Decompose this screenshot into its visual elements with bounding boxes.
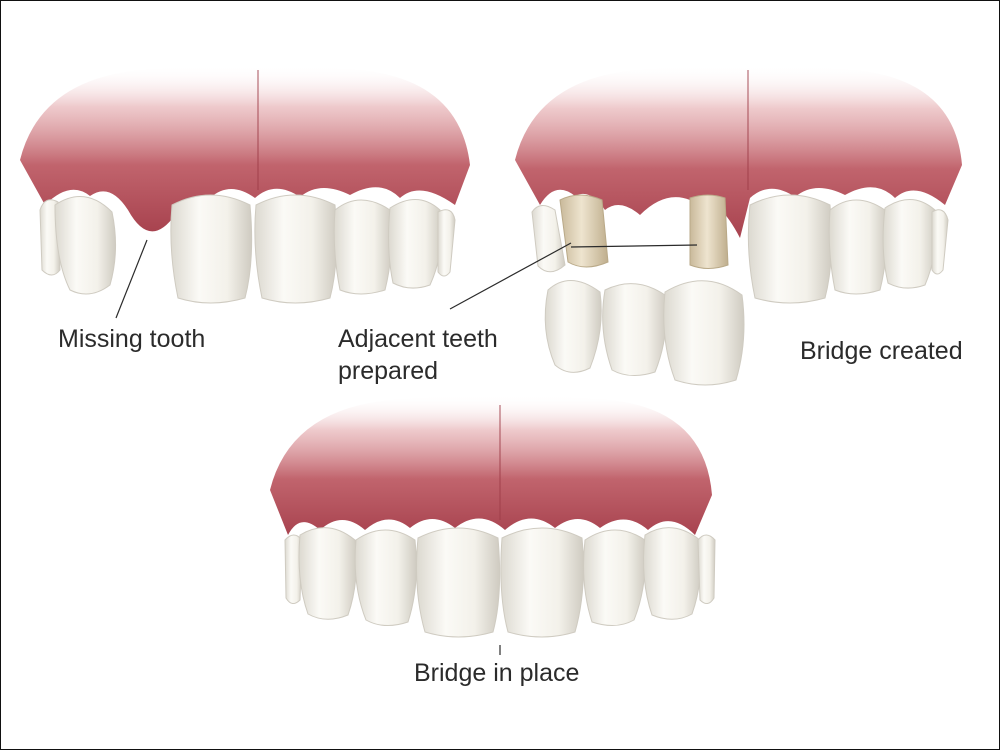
- bridge: [544, 280, 745, 386]
- prepared-tooth: [689, 194, 729, 269]
- arch-prepared: [515, 65, 962, 304]
- tooth: [583, 529, 647, 626]
- tooth: [643, 527, 702, 620]
- tooth: [531, 205, 566, 273]
- tooth: [697, 534, 716, 604]
- gum: [20, 65, 470, 232]
- tooth: [931, 209, 949, 275]
- gum: [515, 65, 962, 238]
- label-bridge-created: Bridge created: [800, 337, 963, 365]
- label-prepared: prepared: [338, 357, 439, 385]
- tooth: [284, 534, 303, 604]
- tooth: [437, 209, 456, 277]
- tooth: [298, 527, 357, 620]
- tooth: [747, 194, 833, 304]
- bridge-crown: [602, 283, 667, 376]
- tooth: [828, 199, 888, 295]
- tooth: [500, 527, 584, 638]
- tooth: [882, 199, 937, 289]
- tooth: [254, 194, 338, 304]
- tooth: [354, 529, 417, 626]
- leader-missing-tooth: [115, 239, 148, 319]
- tooth: [388, 199, 443, 289]
- label-bridge-in-place: Bridge in place: [414, 659, 580, 687]
- gum: [270, 395, 712, 535]
- arch-missing-tooth: [20, 65, 470, 304]
- label-missing-tooth: Missing tooth: [58, 325, 206, 353]
- leader-lines: [115, 239, 698, 655]
- label-adjacent-teeth: Adjacent teeth: [338, 325, 498, 353]
- tooth: [170, 194, 253, 304]
- prepared-tooth: [559, 194, 609, 268]
- arch-bridge-in-place: [270, 395, 716, 638]
- leader-adjacent-left: [449, 242, 572, 310]
- tooth: [416, 527, 501, 638]
- tooth: [333, 199, 393, 295]
- tooth: [54, 196, 117, 295]
- bridge-crown: [663, 280, 745, 386]
- leader-adjacent-right: [570, 244, 698, 248]
- bridge-crown: [544, 280, 602, 373]
